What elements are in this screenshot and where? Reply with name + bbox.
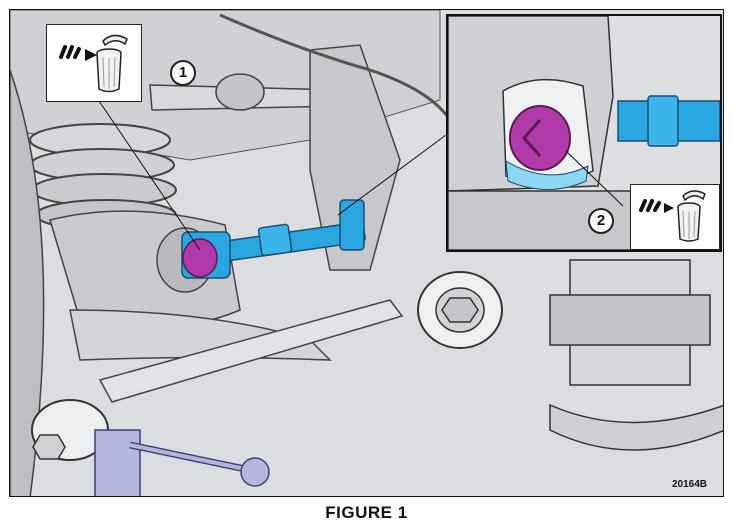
leader-line-2 <box>565 150 624 207</box>
coil-spring <box>29 123 177 231</box>
bushing <box>549 259 723 451</box>
callout-number-1: 1 <box>170 60 196 86</box>
callout-number-2: 2 <box>588 208 614 234</box>
bolt-1 <box>181 231 231 279</box>
figure-caption: FIGURE 1 <box>325 503 408 522</box>
leader-line-inset <box>337 134 447 216</box>
detail-inset: 2 <box>446 14 722 252</box>
leader-line-1 <box>94 94 201 251</box>
diagram-figure: 1 2 20164B <box>9 9 724 497</box>
jack-stand <box>94 429 270 496</box>
discard-bin-icon <box>639 190 706 242</box>
figure-code: 20164B <box>672 479 708 490</box>
discard-callout-box-1 <box>46 24 142 102</box>
discard-bin-icon <box>59 34 128 93</box>
bolt-2 <box>509 105 571 171</box>
discard-callout-box-2 <box>630 184 720 250</box>
